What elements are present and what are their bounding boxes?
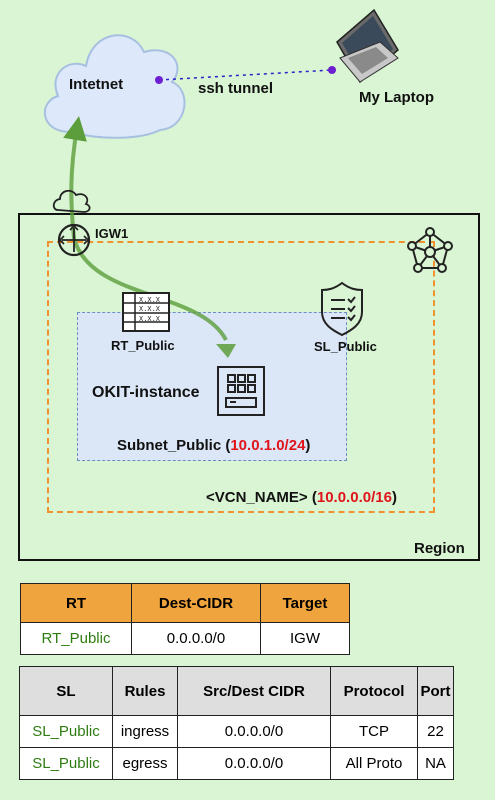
sl-cell-name: SL_Public bbox=[19, 715, 113, 748]
internet-cloud-icon bbox=[43, 34, 186, 139]
sl-cell-protocol: TCP bbox=[330, 715, 418, 748]
rt-header-rt: RT bbox=[20, 583, 132, 623]
vcn-icon bbox=[407, 227, 453, 273]
sl-header-protocol: Protocol bbox=[330, 666, 418, 716]
sl-header-port: Port bbox=[417, 666, 454, 716]
subnet-cidr: 10.0.1.0/24 bbox=[230, 437, 306, 454]
region-label: Region bbox=[414, 540, 465, 557]
sl-cell-name: SL_Public bbox=[19, 747, 113, 780]
ssh-tunnel-label: ssh tunnel bbox=[198, 80, 274, 97]
route-table: RT Dest-CIDR Target RT_Public 0.0.0.0/0 … bbox=[20, 583, 350, 655]
subnet-label: Subnet_Public (10.0.1.0/24) bbox=[117, 437, 310, 454]
sl-cell-port: 22 bbox=[417, 715, 454, 748]
subnet-box bbox=[77, 312, 347, 461]
table-row: SL_Public ingress 0.0.0.0/0 TCP 22 bbox=[19, 715, 454, 748]
vcn-label: <VCN_NAME> (10.0.0.0/16) bbox=[206, 489, 397, 506]
vcn-name: <VCN_NAME> ( bbox=[206, 489, 317, 506]
rt-header-dest-cidr: Dest-CIDR bbox=[131, 583, 261, 623]
security-list-label: SL_Public bbox=[314, 339, 377, 354]
security-list-table: SL Rules Src/Dest CIDR Protocol Port SL_… bbox=[19, 666, 454, 780]
sl-header-cidr: Src/Dest CIDR bbox=[177, 666, 331, 716]
svg-text:X.X.X: X.X.X bbox=[139, 297, 161, 305]
ssh-tunnel-line bbox=[155, 66, 336, 84]
sl-cell-rule: ingress bbox=[112, 715, 178, 748]
vcn-box bbox=[47, 241, 435, 513]
route-table-icon: X.X.X X.X.X X.X.X bbox=[122, 292, 170, 332]
sl-cell-cidr: 0.0.0.0/0 bbox=[177, 715, 331, 748]
svg-text:X.X.X: X.X.X bbox=[139, 316, 161, 324]
sl-header-sl: SL bbox=[19, 666, 113, 716]
internet-label: Intetnet bbox=[69, 76, 124, 93]
laptop-icon bbox=[336, 8, 399, 84]
rt-cell-name: RT_Public bbox=[20, 622, 132, 655]
sl-cell-port: NA bbox=[417, 747, 454, 780]
subnet-close: ) bbox=[305, 437, 311, 454]
svg-text:X.X.X: X.X.X bbox=[139, 306, 161, 314]
sl-cell-rule: egress bbox=[112, 747, 178, 780]
instance-label: OKIT-instance bbox=[92, 384, 200, 401]
compute-instance-icon bbox=[217, 366, 265, 416]
rt-header-target: Target bbox=[260, 583, 350, 623]
sl-cell-protocol: All Proto bbox=[330, 747, 418, 780]
internet-gateway-icon bbox=[52, 189, 91, 257]
rt-cell-target: IGW bbox=[260, 622, 350, 655]
route-table-label: RT_Public bbox=[111, 338, 175, 353]
igw-label: IGW1 bbox=[95, 226, 129, 241]
region-box bbox=[18, 213, 480, 561]
sl-cell-cidr: 0.0.0.0/0 bbox=[177, 747, 331, 780]
table-row: SL_Public egress 0.0.0.0/0 All Proto NA bbox=[19, 747, 454, 780]
subnet-name: Subnet_Public ( bbox=[117, 437, 231, 454]
table-row: RT_Public 0.0.0.0/0 IGW bbox=[20, 622, 350, 655]
sl-header-rules: Rules bbox=[112, 666, 178, 716]
security-list-shield-icon bbox=[321, 281, 363, 337]
vcn-cidr: 10.0.0.0/16 bbox=[316, 489, 392, 506]
diagram-canvas: X.X.X X.X.X X.X.X bbox=[43, 8, 453, 416]
rt-cell-dest-cidr: 0.0.0.0/0 bbox=[131, 622, 261, 655]
vcn-close: ) bbox=[391, 489, 397, 506]
laptop-label: My Laptop bbox=[359, 89, 434, 106]
